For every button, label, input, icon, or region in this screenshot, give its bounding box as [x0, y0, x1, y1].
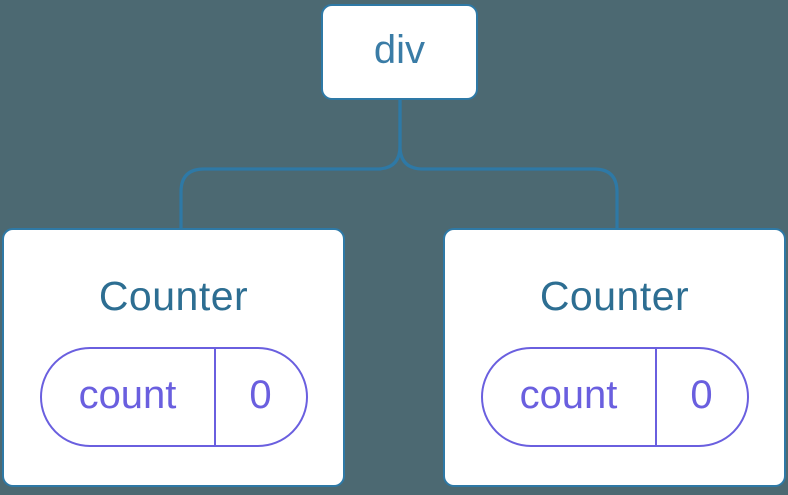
counter-left-state-key: count [42, 349, 216, 445]
root-node-label: div [373, 28, 426, 72]
counter-right-state-value: 0 [690, 372, 713, 417]
counter-node-right: Counter count 0 [443, 228, 786, 487]
counter-node-left: Counter count 0 [2, 228, 345, 487]
counter-right-state-key: count [483, 349, 657, 445]
counter-left-state-pill: count 0 [39, 347, 308, 447]
root-node-div: div [321, 4, 478, 100]
counter-left-state-value: 0 [249, 372, 272, 417]
counter-right-title: Counter [539, 273, 690, 319]
counter-right-state-pill: count 0 [480, 347, 749, 447]
edge-root-to-right-counter [398, 98, 619, 232]
counter-left-title: Counter [98, 273, 249, 319]
edge-root-to-left-counter [179, 98, 402, 232]
